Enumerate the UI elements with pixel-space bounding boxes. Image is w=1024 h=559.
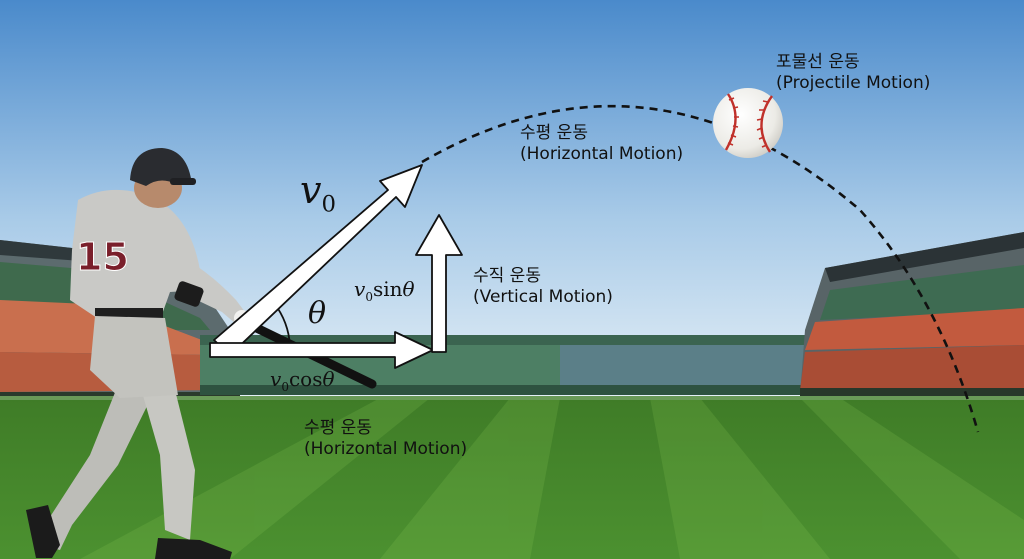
vertical-component-arrow bbox=[415, 214, 463, 353]
theta-symbol: θ bbox=[308, 296, 327, 331]
horizontal-motion-bottom-label: 수평 운동 (Horizontal Motion) bbox=[304, 418, 467, 460]
theta-label: θ bbox=[308, 296, 326, 332]
cos-theta: θ bbox=[322, 367, 335, 391]
horizontal-motion-top-ko: 수평 운동 bbox=[520, 123, 588, 143]
horizontal-motion-top-en: (Horizontal Motion) bbox=[520, 144, 684, 164]
v0-symbol: v bbox=[300, 168, 322, 212]
horizontal-motion-top-label: 수평 운동 (Horizontal Motion) bbox=[520, 123, 683, 165]
cos-function: cos bbox=[288, 367, 323, 391]
v0-cos-sub: 0 bbox=[281, 380, 289, 394]
stadium-right bbox=[800, 232, 1024, 398]
horizontal-component-arrow bbox=[209, 331, 434, 369]
vertical-motion-ko: 수직 운동 bbox=[473, 266, 541, 286]
v0-sin-theta-label: v0sinθ bbox=[354, 276, 415, 310]
stadium-center bbox=[200, 335, 840, 395]
projectile-motion-label: 포물선 운동 (Projectile Motion) bbox=[776, 52, 930, 94]
sin-function: sin bbox=[372, 277, 403, 301]
projectile-motion-ko: 포물선 운동 bbox=[776, 52, 860, 72]
v0-label: v0 bbox=[300, 168, 336, 227]
v0-cos-v: v bbox=[270, 367, 282, 391]
horizontal-motion-bottom-en: (Horizontal Motion) bbox=[304, 439, 468, 459]
v0-velocity-arrow bbox=[213, 164, 423, 356]
trajectory-dashed-path bbox=[421, 104, 980, 433]
vertical-motion-label: 수직 운동 (Vertical Motion) bbox=[473, 266, 613, 308]
v0-sin-sub: 0 bbox=[365, 290, 373, 304]
v0-sin-v: v bbox=[354, 277, 366, 301]
baseball bbox=[713, 88, 783, 158]
projectile-motion-en: (Projectile Motion) bbox=[776, 73, 931, 93]
jersey-number: 15 bbox=[76, 235, 129, 279]
vertical-motion-en: (Vertical Motion) bbox=[473, 287, 613, 307]
v0-cos-theta-label: v0cosθ bbox=[270, 366, 335, 400]
v0-subscript: 0 bbox=[321, 191, 336, 218]
sin-theta: θ bbox=[402, 277, 415, 301]
horizontal-motion-bottom-ko: 수평 운동 bbox=[304, 418, 372, 438]
